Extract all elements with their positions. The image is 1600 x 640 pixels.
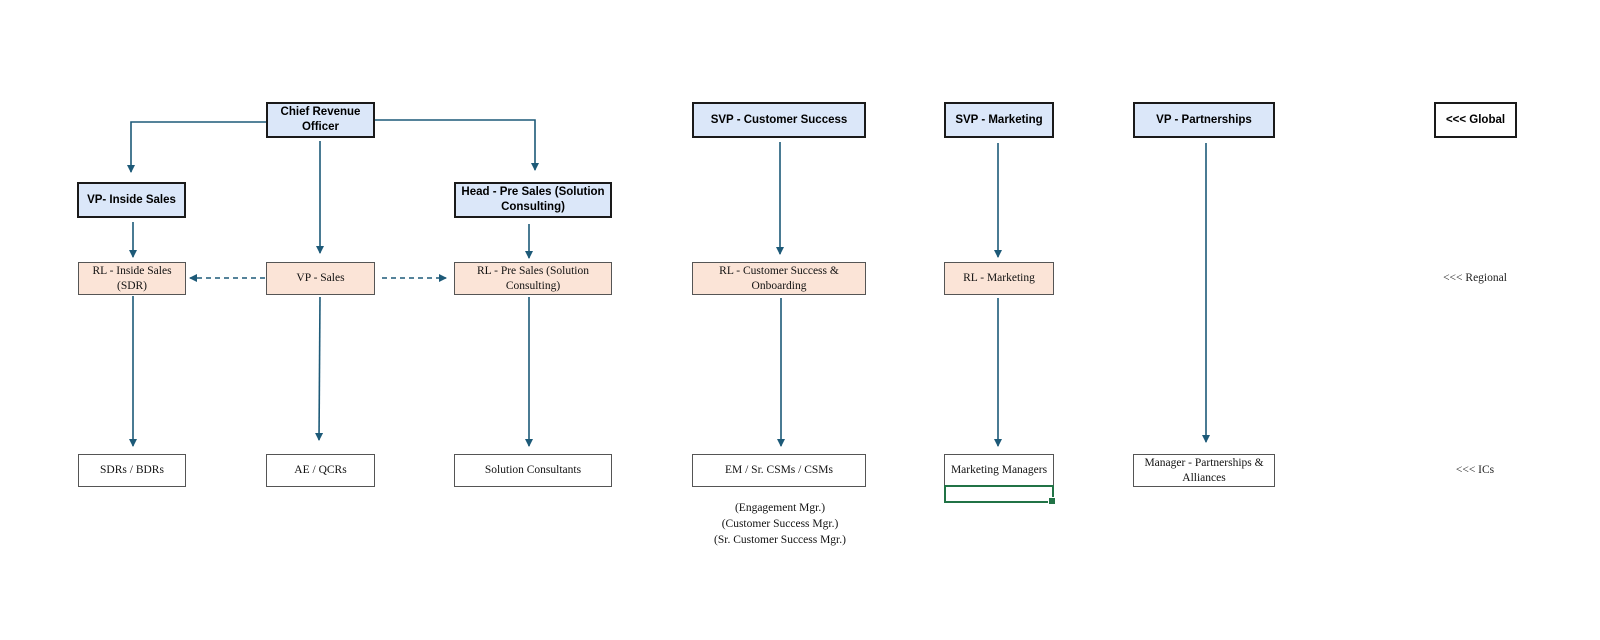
csms-box[interactable]: EM / Sr. CSMs / CSMs [692,454,866,487]
ae-qcrs-box[interactable]: AE / QCRs [266,454,375,487]
partnerships-manager-box[interactable]: Manager - Partnerships & Alliances [1133,454,1275,487]
rl-marketing-box[interactable]: RL - Marketing [944,262,1054,295]
connector-cro-to-head-presales [375,119,539,171]
head-presales-box[interactable]: Head - Pre Sales (Solution Consulting) [454,182,612,218]
connector-vp-sales-to-ae [315,296,324,441]
tier-label-regional: <<< Regional [1443,272,1507,284]
solution-consultants-box[interactable]: Solution Consultants [454,454,612,487]
svp-marketing-box[interactable]: SVP - Marketing [944,102,1054,138]
note-engagement-mgr: (Engagement Mgr.) [734,502,826,514]
vp-sales-box[interactable]: VP - Sales [266,262,375,295]
vp-inside-sales-box[interactable]: VP- Inside Sales [77,182,186,218]
fill-handle[interactable] [1048,497,1056,505]
note-customer-success-mgr: (Customer Success Mgr.) [721,518,839,530]
tier-label-ics: <<< ICs [1455,464,1495,476]
rl-presales-box[interactable]: RL - Pre Sales (Solution Consulting) [454,262,612,295]
note-sr-customer-success-mgr: (Sr. Customer Success Mgr.) [714,534,846,546]
connector-cro-to-vp-inside-sales [127,121,266,173]
rl-customer-success-box[interactable]: RL - Customer Success & Onboarding [692,262,866,295]
svp-customer-success-box[interactable]: SVP - Customer Success [692,102,866,138]
sdrs-bdrs-box[interactable]: SDRs / BDRs [78,454,186,487]
marketing-managers-box[interactable]: Marketing Managers [944,454,1054,487]
tier-label-global[interactable]: <<< Global [1434,102,1517,138]
cro-box[interactable]: Chief Revenue Officer [266,102,375,138]
selected-cell[interactable] [944,485,1056,505]
vp-partnerships-box[interactable]: VP - Partnerships [1133,102,1275,138]
rl-inside-sales-box[interactable]: RL - Inside Sales (SDR) [78,262,186,295]
